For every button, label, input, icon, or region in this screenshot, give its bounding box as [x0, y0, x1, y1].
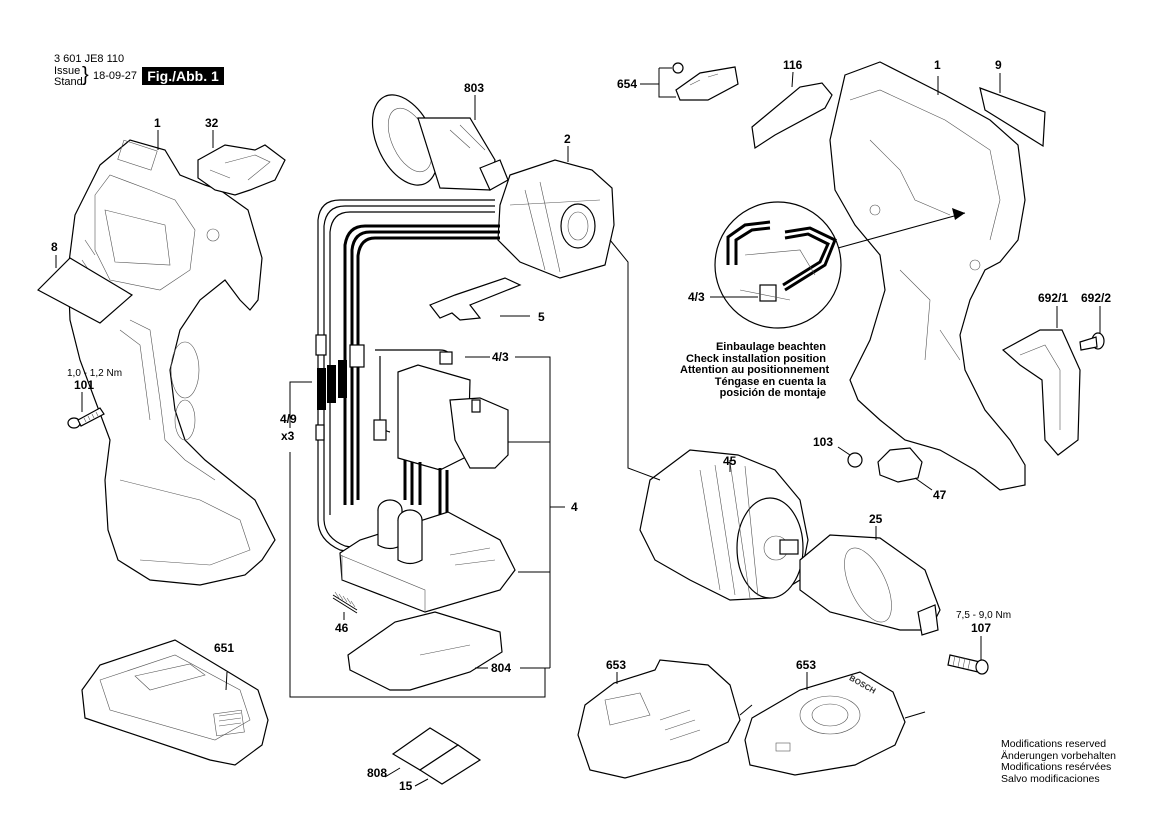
modifications-note-de: Änderungen vorbehalten [1001, 749, 1117, 762]
callout-808: 808 [367, 766, 388, 780]
torque-101: 1,0 - 1,2 Nm [67, 368, 123, 379]
callout-692-1: 692/1 [1038, 291, 1069, 305]
leader-116 [791, 71, 794, 88]
callout-116: 116 [783, 58, 803, 72]
modifications-note: Modifications reserved Änderungen vorbeh… [1001, 738, 1117, 785]
bracket-part-5 [429, 277, 522, 321]
callout-654: 654 [617, 77, 638, 91]
callout-bracket-4 [289, 356, 565, 698]
nut-part-103 [847, 452, 863, 468]
issue-date: 18-09-27 [93, 70, 138, 82]
charger-part-653-right [744, 671, 926, 776]
callout-46: 46 [335, 621, 349, 635]
issue-label: Issue [54, 65, 81, 77]
callout-9: 9 [995, 58, 1002, 72]
leader-47 [914, 477, 933, 491]
installation-note-es-1: Téngase en cuenta la [714, 375, 826, 388]
housing-left-part-1 [67, 139, 276, 586]
gearbox-part-45 [639, 449, 809, 601]
stickers [391, 727, 482, 785]
modifications-note-en: Modifications reserved [1001, 738, 1107, 750]
label-part-9 [979, 87, 1046, 148]
callout-101: 101 [74, 378, 95, 392]
leader-651 [225, 671, 228, 691]
label-plate-part-8 [37, 257, 134, 324]
part-number: 3 601 JE8 110 [54, 53, 125, 65]
belt-clip-part-692-1 [1001, 329, 1081, 456]
screw-part-107 [947, 654, 989, 675]
callout-653-left: 653 [606, 658, 627, 672]
torque-107: 7,5 - 9,0 Nm [956, 610, 1012, 621]
charger-part-653-left [577, 659, 753, 779]
knob-part-47 [877, 447, 923, 483]
motor-stator-part-2 [497, 159, 615, 279]
clip-part-654 [640, 62, 739, 101]
callout-2: 2 [564, 132, 571, 146]
callout-803: 803 [464, 81, 485, 95]
electronics-board [339, 499, 516, 613]
modifications-note-es: Salvo modificaciones [1001, 772, 1100, 785]
callout-1-right: 1 [934, 58, 941, 72]
housing-right-part-1 [829, 61, 1026, 491]
callout-4-3-detail: 4/3 [688, 290, 705, 304]
installation-note-de: Einbaulage beachten [715, 341, 826, 353]
callout-1-left: 1 [154, 116, 161, 130]
leader-stator-gearbox [609, 239, 661, 481]
switch-module-part-4 [373, 349, 509, 520]
spring-part-46 [332, 591, 358, 614]
base-plate-part-804 [347, 611, 503, 691]
installation-note: Einbaulage beachten Check installation p… [680, 341, 830, 400]
stand-label: Stand [54, 76, 83, 88]
modifications-note-fr: Modifications resérvées [1001, 761, 1112, 773]
callout-103: 103 [813, 435, 834, 449]
installation-note-es-2: posición de montaje [719, 387, 826, 399]
callout-47: 47 [933, 488, 947, 502]
callout-8: 8 [51, 240, 58, 254]
installation-note-en: Check installation position [686, 352, 826, 365]
callout-25: 25 [869, 512, 883, 526]
callout-107: 107 [971, 621, 992, 635]
callout-651: 651 [214, 641, 235, 655]
callout-4-9-qty: x3 [281, 429, 295, 443]
callout-4-9: 4/9 [280, 412, 297, 426]
battery-pack-part-651 [81, 639, 269, 766]
installation-note-fr: Attention au positionnement [680, 364, 830, 376]
callout-4-3-top: 4/3 [492, 350, 509, 364]
figure-label: Fig./Abb. 1 [142, 67, 224, 85]
callout-653-right: 653 [796, 658, 817, 672]
sticker-leader-lines [384, 767, 429, 787]
switch-cover-part-32 [197, 144, 286, 196]
chuck-part-25 [799, 534, 941, 636]
screw-part-101 [67, 407, 105, 429]
callout-804: 804 [491, 661, 512, 675]
cover-part-116 [751, 82, 833, 150]
wiring-harness [315, 199, 500, 556]
callout-4: 4 [571, 500, 578, 514]
brace: } [82, 64, 89, 86]
callout-692-2: 692/2 [1081, 291, 1112, 305]
leader-103 [837, 446, 851, 456]
callout-45: 45 [723, 454, 737, 468]
armature-part-803 [371, 94, 509, 191]
callout-15: 15 [399, 779, 413, 793]
callout-32: 32 [205, 116, 219, 130]
callout-5: 5 [538, 310, 545, 324]
installation-detail-inset [710, 201, 966, 329]
screw-part-692-2 [1079, 332, 1105, 351]
